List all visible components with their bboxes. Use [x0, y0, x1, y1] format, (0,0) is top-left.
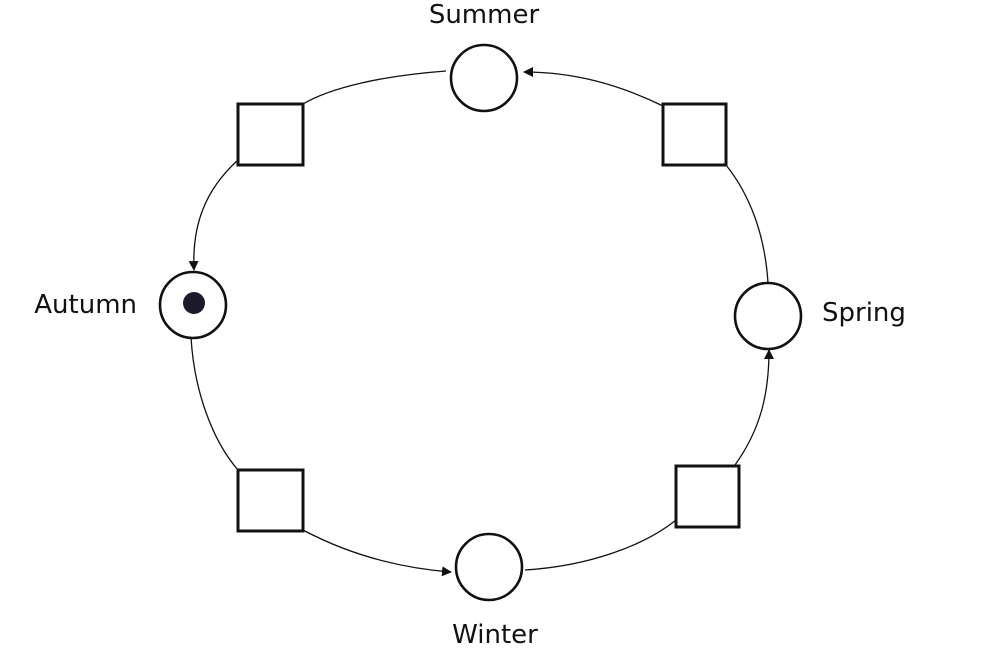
arc-bottom-right-to-spring [734, 349, 774, 466]
transition-winter-spring [674, 464, 741, 529]
place-summer [449, 43, 519, 113]
label-spring: Spring [822, 298, 906, 328]
label-autumn: Autumn [34, 290, 137, 320]
place-spring [733, 281, 803, 351]
place-winter [454, 532, 524, 602]
arc-summer-to-top-left [302, 70, 447, 105]
label-winter: Winter [452, 620, 538, 650]
arc-spring-to-top-right [725, 164, 769, 284]
arc-bottom-left-to-winter [302, 529, 452, 577]
arc-top-left-to-autumn [188, 159, 239, 271]
arc-autumn-to-bottom-left [190, 336, 239, 471]
token-autumn [183, 292, 205, 314]
arc-top-right-to-summer [523, 67, 664, 107]
transition-spring-summer [661, 102, 728, 167]
label-summer: Summer [429, 0, 540, 30]
transition-summer-autumn [236, 102, 305, 167]
arc-winter-to-bottom-right [524, 519, 677, 571]
transition-autumn-winter [236, 468, 305, 533]
